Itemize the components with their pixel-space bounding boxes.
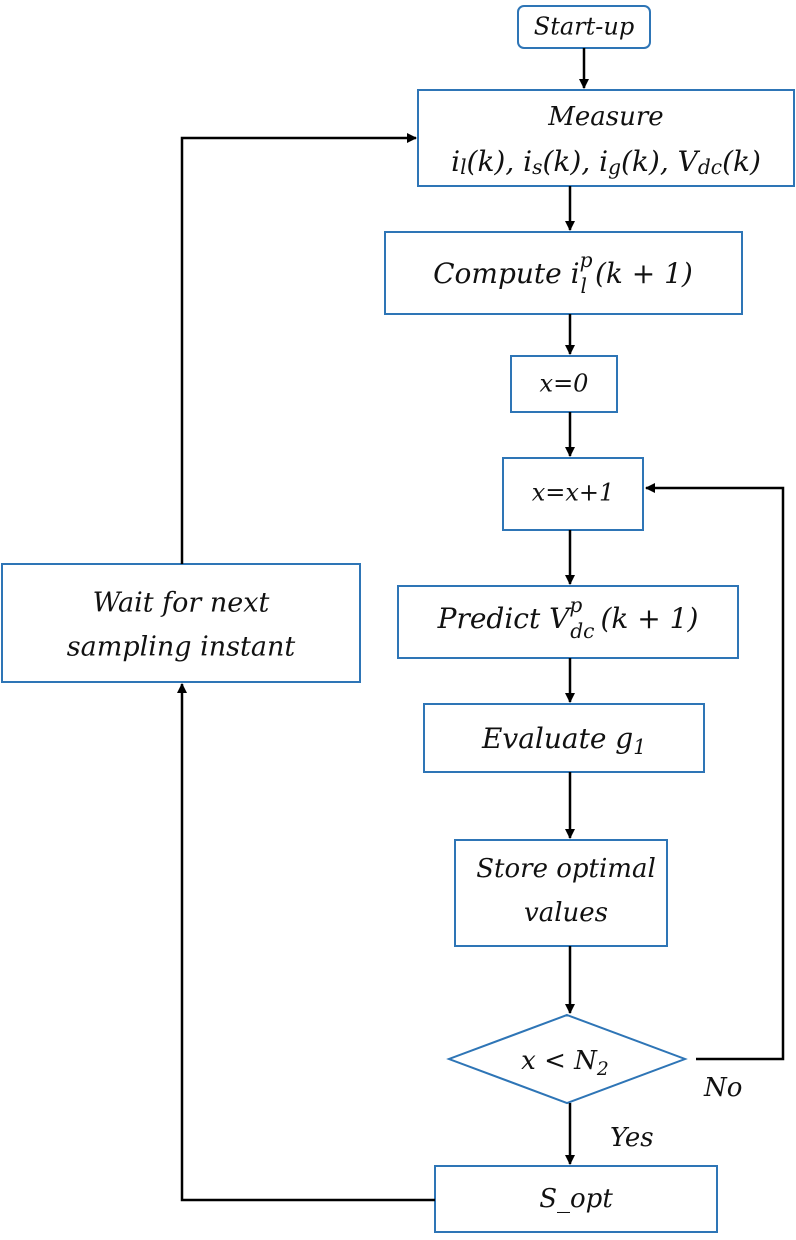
decision-label: x < N2	[521, 1046, 609, 1080]
startup-node: Start-up	[517, 5, 651, 49]
increment-node: x=x+1	[502, 457, 644, 531]
sopt-label: S_opt	[539, 1184, 613, 1214]
wait-label-line1: Wait for next	[93, 588, 270, 619]
evaluate-label: Evaluate g1	[481, 722, 646, 759]
measure-variables: il(k), is(k), ig(k), Vdc(k)	[451, 145, 761, 179]
arrow-wait-to-measure	[180, 133, 417, 564]
init-label: x=0	[540, 370, 589, 398]
increment-label: x=x+1	[532, 479, 615, 507]
wait-label-line2: sampling instant	[67, 632, 296, 663]
measure-node: Measure il(k), is(k), ig(k), Vdc(k)	[417, 89, 795, 187]
evaluate-node: Evaluate g1	[423, 703, 705, 773]
measure-label: Measure	[547, 102, 663, 132]
arrow-decision-no-loop	[645, 483, 785, 1061]
decision-node: x < N2	[446, 1013, 688, 1105]
store-label-line2: values	[524, 898, 608, 928]
store-label-line1: Store optimal	[476, 854, 656, 884]
init-node: x=0	[510, 355, 618, 413]
yes-label: Yes	[610, 1123, 654, 1153]
arrow-sopt-to-wait	[177, 683, 435, 1202]
wait-node: Wait for next sampling instant	[1, 563, 361, 683]
startup-label: Start-up	[534, 13, 634, 41]
sopt-node: S_opt	[434, 1165, 718, 1233]
no-label: No	[703, 1073, 742, 1103]
store-node: Store optimal values	[454, 839, 668, 947]
